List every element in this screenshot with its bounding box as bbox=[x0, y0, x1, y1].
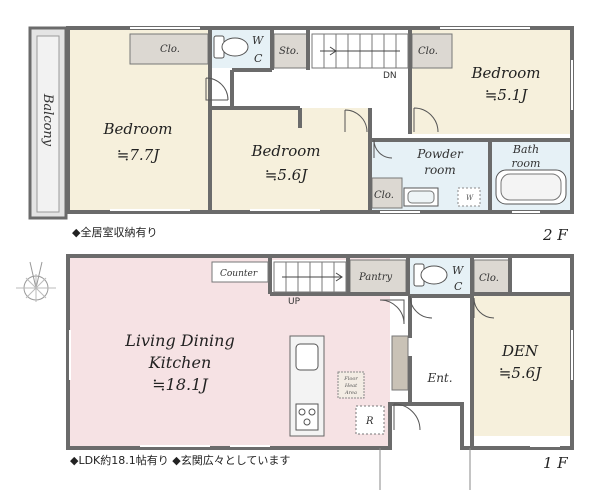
wc-1f-c: C bbox=[454, 280, 463, 293]
entrance bbox=[410, 356, 470, 400]
storage-2f bbox=[273, 33, 309, 69]
floor-2f-label: 2 F bbox=[542, 226, 568, 244]
pantry bbox=[349, 259, 407, 295]
svg-text:Floor: Floor bbox=[343, 376, 358, 382]
bedroom-left-size: ≒7.7J bbox=[117, 146, 160, 164]
door-2f-bedroom-left bbox=[205, 77, 229, 101]
den bbox=[472, 296, 570, 436]
closet-1f-label: Clo. bbox=[479, 273, 499, 284]
stove-icon bbox=[295, 403, 319, 431]
ldk-line1: Living Dining bbox=[124, 331, 234, 350]
refrigerator-space bbox=[355, 405, 385, 435]
counter-label: Counter bbox=[220, 269, 258, 279]
floor-1f: Counter UP Pantry W C Clo. bbox=[66, 254, 574, 490]
shoe-storage bbox=[391, 335, 409, 391]
bedroom-mid-name: Bedroom bbox=[251, 142, 321, 160]
door-2f-bedroom-mid bbox=[344, 109, 368, 133]
svg-text:Area: Area bbox=[344, 390, 357, 396]
svg-text:Heat: Heat bbox=[344, 383, 358, 389]
porch-steps bbox=[379, 448, 471, 490]
washer-space bbox=[457, 187, 481, 207]
bath-room-line2: room bbox=[512, 157, 541, 170]
closet-2f-c-label: Clo. bbox=[374, 190, 394, 201]
toilet-icon bbox=[213, 35, 249, 59]
counter bbox=[211, 261, 269, 283]
powder-room-line1: Powder bbox=[416, 147, 464, 161]
door-1f-wc bbox=[409, 295, 433, 319]
bedroom-left-name: Bedroom bbox=[103, 120, 173, 138]
floor-2f-note: ◆全居室収納有り bbox=[72, 225, 157, 239]
ldk-line2: Kitchen bbox=[148, 353, 212, 372]
washer-label: W bbox=[466, 194, 474, 202]
bedroom-right-name: Bedroom bbox=[471, 64, 541, 82]
toilet-icon bbox=[413, 263, 448, 287]
floor-1f-label: 1 F bbox=[543, 454, 568, 472]
door-2f-bedroom-right bbox=[413, 107, 439, 133]
wc-1f-w: W bbox=[452, 264, 465, 277]
entrance-label: Ent. bbox=[426, 371, 452, 385]
floor-heating-tag: Floor Heat Area bbox=[337, 371, 365, 399]
closet-1f bbox=[473, 259, 511, 295]
ldk-size: ≒18.1J bbox=[152, 375, 209, 394]
stairs-dn-label: DN bbox=[383, 71, 397, 81]
windows-1f bbox=[69, 330, 573, 447]
bath-room-line1: Bath bbox=[512, 143, 539, 156]
floor-1f-note: ◆LDK約18.1帖有り ◆玄関広々としています bbox=[70, 453, 290, 467]
refrigerator-label: R bbox=[365, 416, 374, 427]
porch-frame bbox=[390, 403, 463, 448]
door-2f-powder bbox=[373, 139, 393, 159]
closet-2f-a bbox=[129, 33, 209, 65]
interior-walls-2f bbox=[208, 30, 572, 210]
stairs-icon bbox=[311, 33, 409, 69]
den-size: ≒5.6J bbox=[499, 364, 542, 382]
compass-icon bbox=[16, 261, 56, 302]
wc-2f-w: W bbox=[252, 34, 265, 47]
balcony-floor bbox=[36, 35, 60, 213]
powder-room-line2: room bbox=[424, 163, 456, 177]
den-name: DEN bbox=[501, 342, 539, 360]
stairs-icon bbox=[273, 261, 347, 293]
door-1f-den bbox=[473, 297, 495, 319]
floor-2f: Balcony DN W C bbox=[28, 26, 574, 244]
sink-icon bbox=[403, 187, 439, 207]
closet-2f-b-label: Clo. bbox=[418, 46, 438, 57]
bedroom-right-size: ≒5.1J bbox=[485, 86, 528, 104]
door-1f-entrance bbox=[393, 403, 421, 431]
outer-wall-2f bbox=[66, 26, 574, 214]
sink-icon bbox=[295, 343, 319, 371]
pantry-label: Pantry bbox=[358, 272, 392, 283]
storage-2f-label: Sto. bbox=[279, 46, 299, 57]
balcony-label: Balcony bbox=[40, 93, 55, 147]
bedroom-mid bbox=[210, 108, 370, 210]
stairs-up-label: UP bbox=[288, 297, 301, 307]
hall-2f bbox=[232, 70, 410, 108]
closet-2f-a-label: Clo. bbox=[160, 44, 180, 55]
bedroom-mid-size: ≒5.6J bbox=[265, 166, 308, 184]
wc-2f-c: C bbox=[254, 52, 263, 65]
door-1f-ldk bbox=[379, 299, 405, 325]
windows-2f bbox=[110, 27, 573, 213]
interior-walls-1f bbox=[268, 258, 572, 446]
bathtub-icon bbox=[495, 169, 567, 205]
closet-2f-b bbox=[411, 33, 453, 69]
